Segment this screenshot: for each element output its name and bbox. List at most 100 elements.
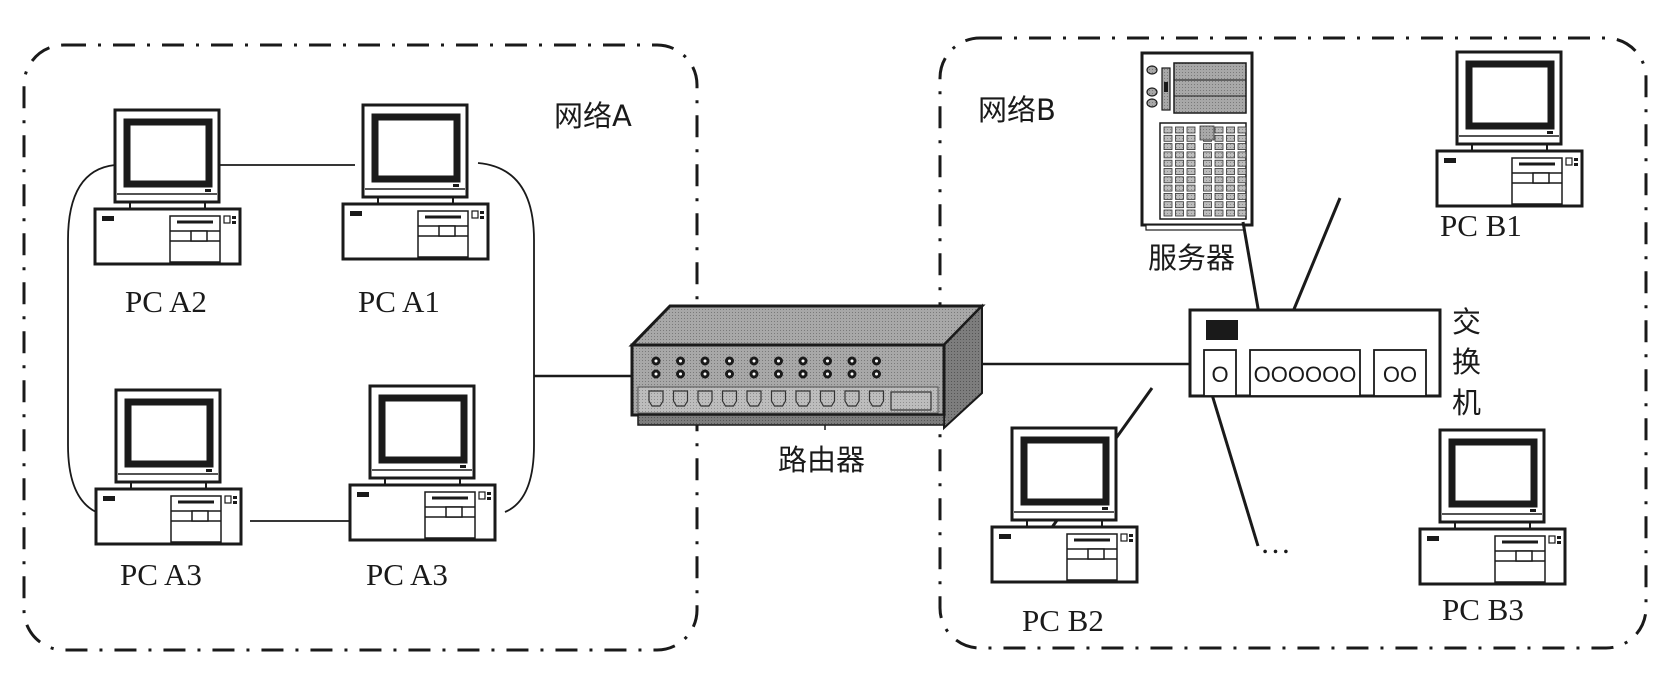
server-drive-bay [1203,159,1212,167]
router-led [872,356,881,366]
router-led [823,356,832,366]
switch-label-char-1: 交 [1452,305,1481,339]
server-drive-bay [1226,126,1235,134]
server-drive-bay [1175,168,1184,175]
server-drive-bay [1237,151,1247,159]
server-drive-bay [1237,209,1247,217]
link-pcb3-switch [1208,387,1260,547]
pc-a1-label: PC A1 [358,284,440,319]
router-led [700,369,710,379]
server-drive-bay [1175,184,1184,192]
server-drive-bay [1175,151,1184,159]
server-drive-bay [1186,126,1196,134]
pc-b1-icon [1437,52,1582,206]
pc-b1-label: PC B1 [1440,208,1522,243]
router-port [844,390,860,407]
server-drive-bay [1163,184,1173,192]
server-drive-bay [1163,176,1173,184]
router-led [651,356,661,366]
server-drive-bay [1163,168,1173,175]
server-drive-bay [1203,168,1212,175]
server-drive-bay [1203,192,1212,200]
pc-a3-right-label: PC A3 [366,557,448,592]
server-drive-bay [1163,201,1173,209]
switch-icon: O OOOOOO OO [1188,308,1442,398]
server-drive-bay [1175,126,1184,134]
server-drive-bay [1186,201,1196,209]
server-drive-bay [1237,159,1247,167]
pc-a3-left-icon [96,390,241,544]
server-drive-bay [1214,184,1224,192]
server-drive-bay [1226,192,1235,200]
router-led [676,369,685,379]
pc-b3-label: PC B3 [1442,592,1524,627]
server-drive-bay [1163,134,1173,142]
pc-a3-left-label: PC A3 [120,557,202,592]
server-drive-bay [1175,159,1184,167]
server-drive-bay [1226,151,1235,159]
pc-a3-right-icon [350,386,495,540]
server-drive-bay [1175,134,1184,142]
router-led [749,369,759,379]
server-drive-bay [1237,201,1247,209]
pc-a2-icon [95,110,240,264]
server-drive-bay [1226,209,1235,217]
server-drive-bay [1203,143,1212,151]
network-a-label: 网络A [554,99,632,133]
server-drive-bay [1214,151,1224,159]
server-icon [1140,51,1254,231]
router-port [648,390,664,407]
switch-ports-right: OO [1383,362,1417,387]
server-drive-bay [1203,176,1212,184]
switch-label-char-2: 换 [1452,345,1481,379]
link-server-switch [1241,221,1261,315]
server-drive-bay [1226,159,1235,167]
server-drive-bay [1214,159,1224,167]
server-drive-bay [1186,192,1196,200]
server-drive-bay [1214,192,1224,200]
server-drive-bay [1186,176,1196,184]
router-led [847,356,857,366]
server-drive-bay [1237,126,1247,134]
router-led [847,369,857,379]
pc-b3-icon [1420,430,1565,584]
server-drive-bay [1237,176,1247,184]
router-led [774,356,783,366]
server-drive-bay [1237,143,1247,151]
server-drive-bay [1226,168,1235,175]
server-drive-bay [1175,176,1184,184]
router-led [651,369,661,379]
server-drive-bay [1163,126,1173,134]
server-drive-bay [1163,192,1173,200]
server-drive-bay [1237,168,1247,175]
server-drive-bay [1186,151,1196,159]
server-drive-bay [1214,176,1224,184]
server-drive-bay [1163,209,1173,217]
server-drive-bay [1226,184,1235,192]
server-drive-bay [1203,201,1212,209]
router-port [672,390,689,407]
server-drive-bay [1214,126,1224,134]
server-drive-bay [1226,134,1235,142]
server-drive-bay [1226,201,1235,209]
server-drive-bay [1186,184,1196,192]
server-drive-bay [1186,143,1196,151]
pc-a2-label: PC A2 [125,284,207,319]
server-drive-bay [1175,201,1184,209]
server-drive-bay [1203,209,1212,217]
server-drive-bay [1214,209,1224,217]
router-port [868,390,885,407]
router-port [795,390,811,407]
switch-label-char-3: 机 [1452,386,1481,420]
router-port [819,390,836,407]
network-b-boundary [938,36,1648,650]
server-drive-bay [1186,159,1196,167]
pc-b2-icon [992,428,1137,582]
more-devices-ellipsis: … [1260,525,1291,560]
router-led [725,356,734,366]
server-drive-bay [1214,201,1224,209]
server-drive-bay [1226,176,1235,184]
router-label: 路由器 [778,443,865,477]
server-drive-bay [1203,151,1212,159]
server-drive-bay [1163,159,1173,167]
